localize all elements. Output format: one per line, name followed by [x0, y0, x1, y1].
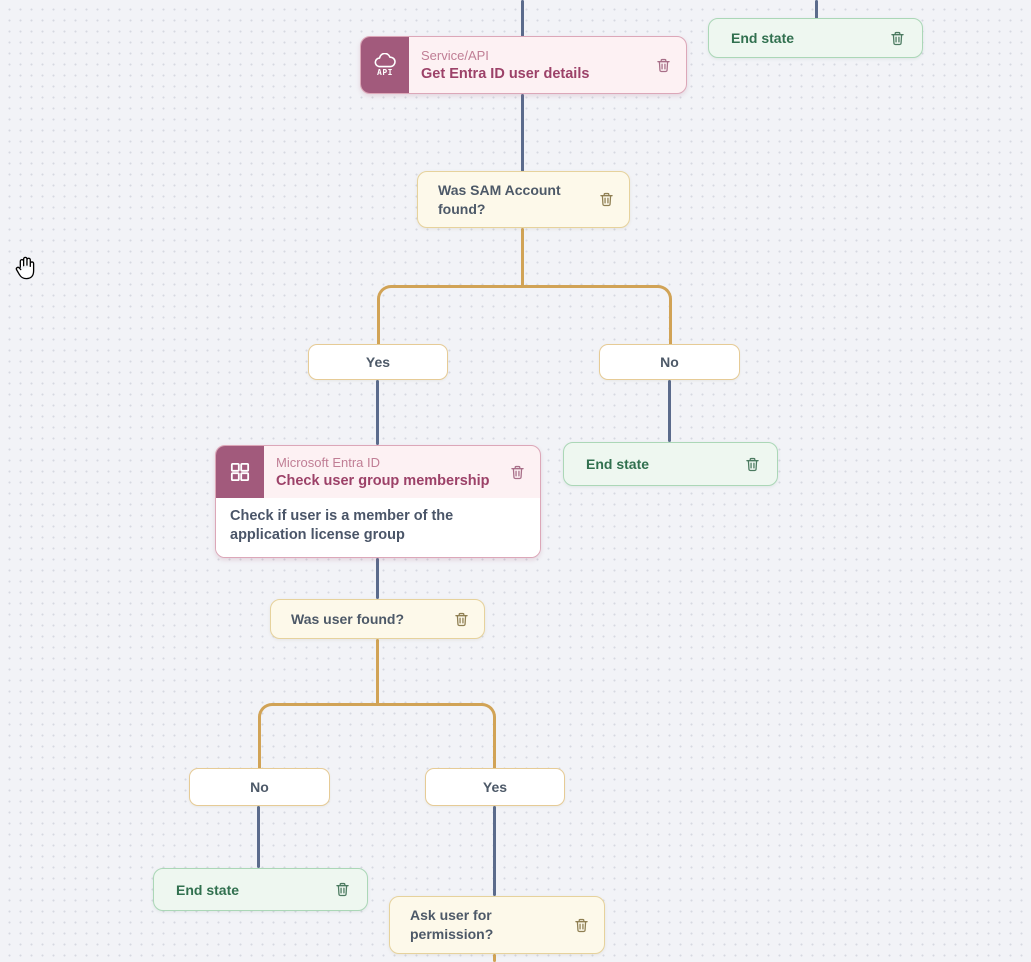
- delete-node-button[interactable]: [655, 57, 672, 74]
- branch-option-no[interactable]: No: [189, 768, 330, 806]
- decision-node-sam-found[interactable]: Was SAM Account found?: [417, 171, 630, 228]
- trash-icon: [746, 457, 759, 471]
- node-description: Check if user is a member of the applica…: [216, 498, 540, 557]
- delete-node-button[interactable]: [889, 30, 906, 47]
- grid-icon: [216, 446, 264, 498]
- decision-label: Was user found?: [291, 610, 405, 627]
- edge-no2-to-endstate: [257, 806, 260, 868]
- action-header: API Service/API Get Entra ID user detail…: [361, 37, 686, 93]
- node-category: Microsoft Entra ID: [276, 454, 381, 470]
- trash-icon: [455, 612, 468, 626]
- delete-node-button[interactable]: [598, 191, 615, 208]
- branch1-fork: [377, 285, 672, 344]
- action-node-service-api[interactable]: API Service/API Get Entra ID user detail…: [360, 36, 687, 94]
- end-state-label: End state: [731, 30, 795, 46]
- edge-decision2-stem: [376, 639, 379, 706]
- edge-yes1-to-entra: [376, 380, 379, 445]
- action-header: Microsoft Entra ID Check user group memb…: [216, 446, 540, 498]
- edge-no1-to-endstate: [668, 380, 671, 442]
- decision-node-user-found[interactable]: Was user found?: [270, 599, 485, 639]
- end-state-node-bottom[interactable]: End state: [153, 868, 368, 911]
- trash-icon: [657, 58, 670, 72]
- delete-node-button[interactable]: [573, 917, 590, 934]
- end-state-node-top[interactable]: End state: [708, 18, 923, 58]
- edge-top-to-service: [521, 0, 524, 37]
- branch-option-no[interactable]: No: [599, 344, 740, 380]
- trash-icon: [575, 918, 588, 932]
- branch-option-label: Yes: [365, 354, 391, 370]
- edge-entra-to-decision2: [376, 558, 379, 599]
- trash-icon: [891, 31, 904, 45]
- delete-node-button[interactable]: [453, 611, 470, 628]
- trash-icon: [336, 882, 349, 897]
- action-node-entra-check[interactable]: Microsoft Entra ID Check user group memb…: [215, 445, 541, 558]
- end-state-label: End state: [586, 456, 650, 472]
- delete-node-button[interactable]: [334, 881, 351, 898]
- edge-decision1-stem: [521, 228, 524, 288]
- decision-label: Was SAM Account found?: [438, 181, 561, 217]
- api-badge-text: API: [377, 68, 393, 77]
- branch-option-label: Yes: [482, 779, 508, 795]
- edge-top-to-endstate: [815, 0, 818, 19]
- decision-node-ask-permission[interactable]: Ask user for permission?: [389, 896, 605, 954]
- edge-service-to-decision: [521, 94, 524, 172]
- end-state-label: End state: [176, 881, 240, 898]
- edge-ask-stem-bottom: [493, 954, 496, 962]
- delete-node-button[interactable]: [744, 456, 761, 473]
- branch-option-label: No: [660, 354, 679, 370]
- node-title: Check user group membership: [276, 472, 490, 489]
- branch2-fork: [258, 703, 496, 768]
- edge-yes2-to-ask: [493, 806, 496, 896]
- branch-option-label: No: [250, 779, 269, 795]
- end-state-node-mid[interactable]: End state: [563, 442, 778, 486]
- branch-option-yes[interactable]: Yes: [425, 768, 565, 806]
- cloud-api-icon: API: [361, 37, 409, 93]
- trash-icon: [600, 192, 613, 207]
- node-title: Get Entra ID user details: [421, 65, 590, 82]
- branch-option-yes[interactable]: Yes: [308, 344, 448, 380]
- decision-label: Ask user for permission?: [410, 907, 494, 942]
- node-category: Service/API: [421, 47, 489, 63]
- trash-icon: [511, 465, 524, 479]
- grab-cursor-icon: [12, 254, 40, 284]
- delete-node-button[interactable]: [509, 464, 526, 481]
